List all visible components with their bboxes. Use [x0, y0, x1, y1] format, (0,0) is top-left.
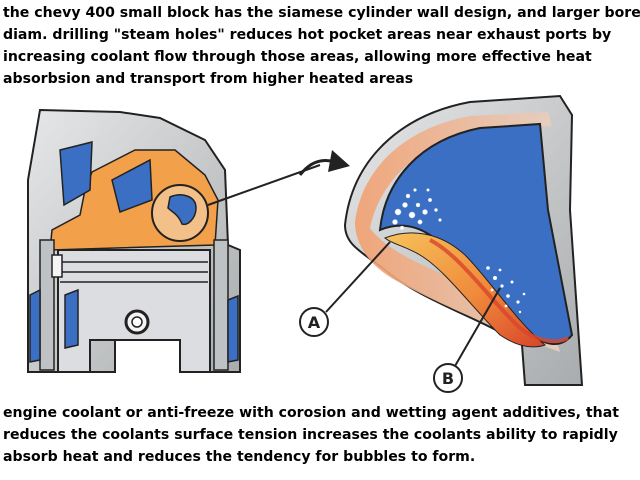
- top-caption-line-2: diam. drilling "steam holes" reduces hot…: [3, 27, 612, 43]
- coolant-passage-right-wall: [227, 294, 239, 363]
- detail-arrow: [298, 150, 350, 176]
- steam-bubbles-lower: [486, 266, 526, 314]
- bottom-caption-line-3: absorb heat and reduces the tendency for…: [3, 449, 476, 465]
- callout-b-circle: [433, 363, 463, 393]
- wrist-pin-center: [131, 316, 143, 328]
- head-bolt: [51, 254, 63, 278]
- coolant-passage-lower-left: [64, 288, 79, 349]
- magnified-detail: [325, 94, 584, 386]
- bottom-caption-line-2: reduces the coolants surface tension inc…: [3, 427, 618, 443]
- bottom-caption-line-1: engine coolant or anti-freeze with coros…: [3, 405, 619, 421]
- engine-block-section: [27, 108, 321, 373]
- top-caption-line-3: increasing coolant flow through those ar…: [3, 49, 592, 65]
- callout-a-label: A: [308, 313, 321, 332]
- leader-line-b: [454, 287, 501, 367]
- top-caption: the chevy 400 small block has the siames…: [3, 2, 640, 90]
- steam-bubbles-upper: [392, 188, 442, 231]
- coolant-passage-upper-left: [59, 141, 93, 207]
- coolant-passage-upper-mid: [111, 158, 153, 213]
- bottom-caption: engine coolant or anti-freeze with coros…: [3, 402, 637, 468]
- callout-b-label: B: [442, 369, 454, 388]
- cylinder-wall-right: [213, 239, 229, 371]
- callout-a: A: [299, 307, 329, 337]
- detail-hot-edge: [429, 238, 569, 344]
- top-caption-line-4: absorbsion and transport from higher hea…: [3, 71, 414, 87]
- coolant-passage-left-wall: [29, 288, 41, 363]
- callout-a-circle: [299, 307, 329, 337]
- leader-line-a: [325, 241, 391, 313]
- callout-b: B: [433, 363, 463, 393]
- top-caption-line-1: the chevy 400 small block has the siames…: [3, 5, 640, 21]
- detail-coolant-pocket-small: [167, 194, 197, 226]
- detail-hot-region: [384, 232, 547, 348]
